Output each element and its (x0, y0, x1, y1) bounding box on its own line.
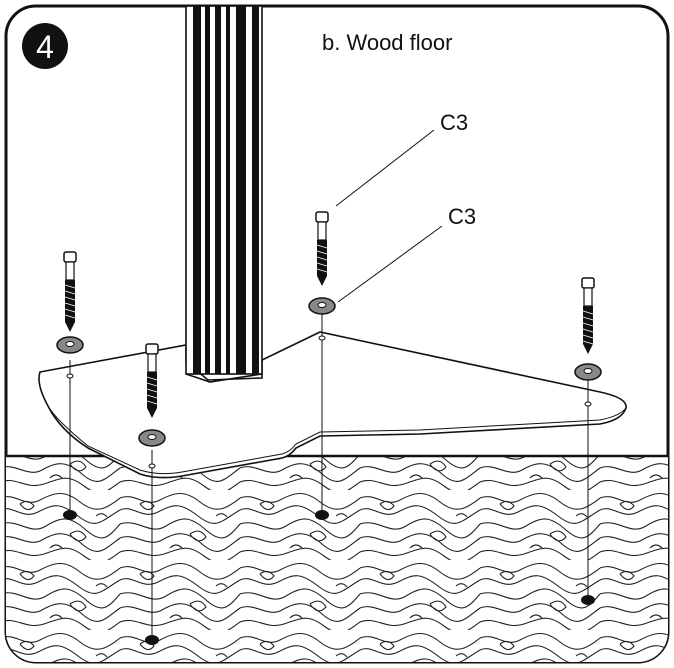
step-title: b. Wood floor (322, 30, 452, 55)
floor-holes (63, 510, 595, 645)
step-badge (22, 23, 68, 69)
column (185, 6, 263, 383)
lag-bolt (315, 211, 329, 286)
wood-floor (6, 456, 668, 662)
washer (138, 429, 166, 447)
lag-bolt (63, 251, 77, 332)
callout-label-bolt: C3 (440, 110, 468, 135)
callout-leader-washer (337, 225, 443, 303)
lag-bolt (581, 277, 595, 354)
washers (56, 297, 602, 447)
base-plate-edge (47, 405, 627, 475)
washer (308, 297, 336, 315)
washer (56, 336, 84, 354)
plate-holes (66, 335, 592, 469)
step-number: 4 (36, 29, 54, 65)
alignment-lines (69, 312, 589, 636)
callout-label-washer: C3 (448, 204, 476, 229)
washer (574, 363, 602, 381)
callout-leader-bolt (335, 129, 435, 207)
lag-bolt (145, 343, 159, 418)
lag-bolts (63, 211, 595, 418)
